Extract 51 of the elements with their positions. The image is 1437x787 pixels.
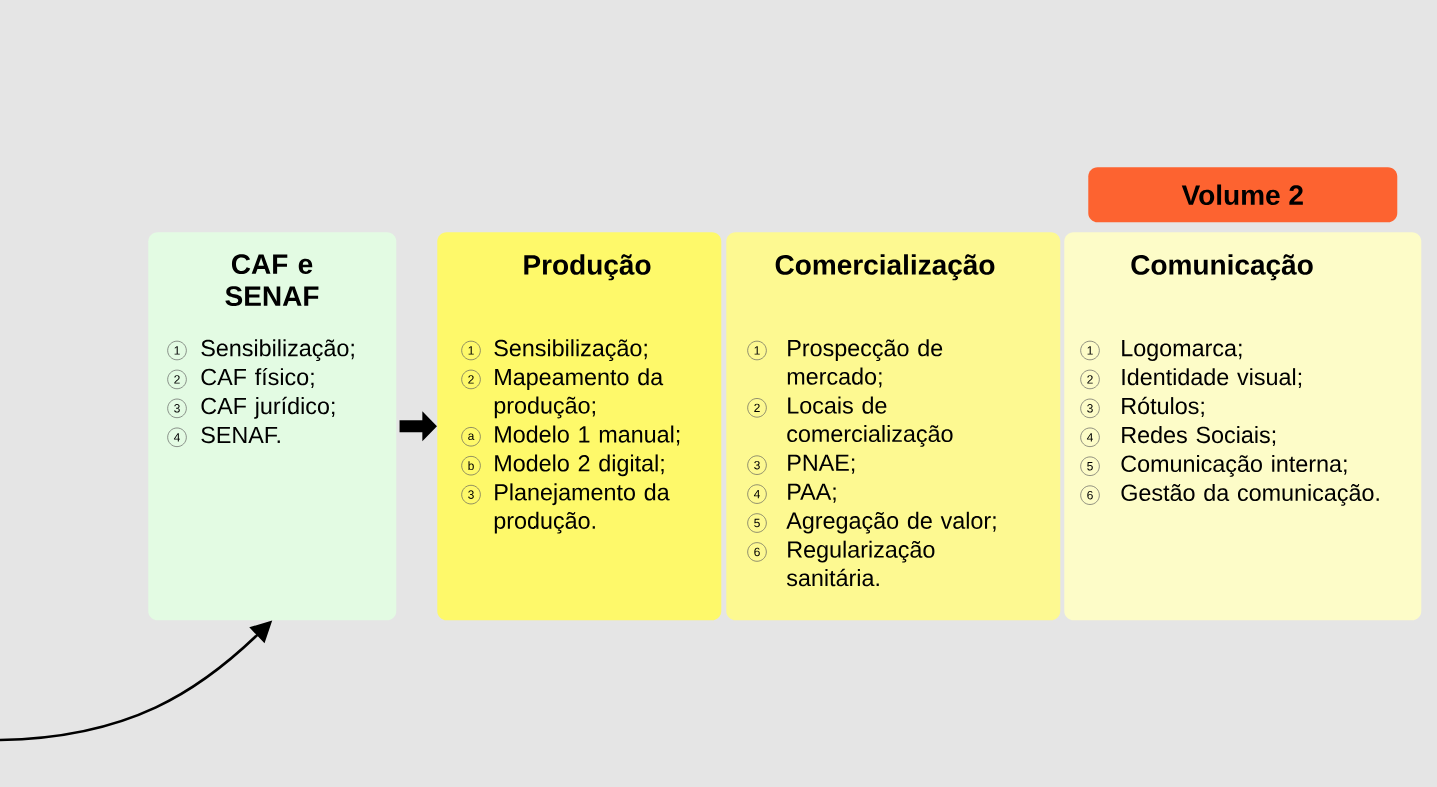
card — [437, 232, 722, 621]
list-item: Prospecção de mercado; — [787, 339, 943, 388]
card-heading: Comercialização — [775, 254, 995, 281]
list-item: CAF jurídico; — [201, 396, 335, 419]
circled-number: 4 — [167, 427, 187, 447]
circled-number: 2 — [1080, 369, 1100, 390]
list-item: Planejamento da produção. — [494, 483, 670, 534]
circled-number: 1 — [747, 340, 767, 361]
list-item: Sensibilização; — [494, 339, 647, 362]
list-item: Sensibilização; — [201, 339, 354, 362]
list-item: Locais de comercialização — [787, 396, 953, 447]
circled-number: 2 — [461, 369, 481, 390]
circled-number: 5 — [1080, 456, 1100, 476]
list-item: Modelo 1 manual; — [495, 425, 680, 446]
list-item: Modelo 2 digital; — [495, 454, 664, 477]
circled-number: 2 — [747, 398, 767, 418]
list-item: Mapeamento da produção; — [494, 368, 664, 419]
circled-number: 4 — [747, 484, 767, 504]
circled-number: 3 — [461, 484, 481, 505]
circled-number: 3 — [167, 398, 187, 419]
circled-number: 3 — [1080, 398, 1100, 419]
circled-number: a — [461, 427, 481, 447]
card-heading: Comunicação — [1131, 254, 1313, 281]
card-heading: Produção — [524, 254, 651, 281]
list-item: PNAE; — [788, 454, 855, 474]
list-item: Gestão da comunicação. — [1121, 483, 1379, 506]
circled-number: 4 — [1080, 427, 1100, 447]
circled-number: 3 — [747, 455, 767, 475]
card — [1064, 232, 1422, 621]
list-item: Rótulos; — [1122, 396, 1204, 417]
list-item: SENAF. — [201, 426, 280, 444]
list-item: CAF físico; — [201, 367, 314, 389]
list-item: Agregação de valor; — [786, 511, 996, 534]
card — [726, 232, 1061, 621]
list-item: Logomarca; — [1122, 340, 1242, 361]
circled-number: b — [461, 456, 481, 476]
card-heading: CAF e SENAF — [225, 254, 319, 307]
circled-number: 2 — [167, 369, 187, 390]
circled-number: 6 — [1080, 485, 1100, 505]
circled-number: 1 — [167, 340, 187, 361]
circled-number: 1 — [1080, 340, 1100, 361]
list-item: Redes Sociais; — [1122, 426, 1276, 446]
badge: Volume 2 — [1088, 167, 1398, 223]
card — [148, 232, 397, 621]
circled-number: 1 — [461, 340, 481, 361]
list-item: Comunicação interna; — [1121, 454, 1347, 477]
circled-number: 5 — [747, 513, 767, 533]
list-item: Identidade visual; — [1122, 368, 1302, 389]
list-item: Regularização sanitária. — [786, 540, 935, 587]
list-item: PAA; — [788, 483, 836, 503]
circled-number: 6 — [747, 542, 767, 562]
